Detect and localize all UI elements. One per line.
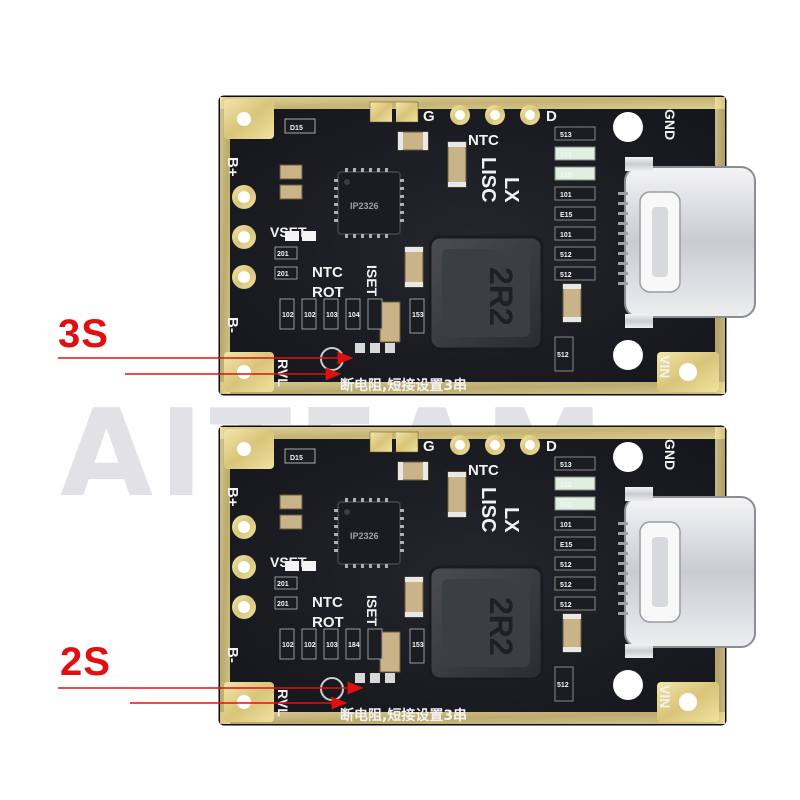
resistor-marking: 201: [277, 581, 289, 588]
iset-label: ISET: [364, 595, 380, 627]
resistor-marking: 512: [560, 252, 572, 259]
resistor-marking: 201: [277, 251, 289, 258]
chinese-note: 断电阻,短接设置3串: [340, 377, 467, 394]
ic-marking: IP2326: [350, 201, 379, 211]
annotation-2s: 2S: [60, 640, 111, 684]
resistor-marking: 101: [560, 522, 572, 529]
resistor-marking: E15: [560, 212, 573, 219]
inductor-marking: 2R2: [483, 267, 519, 326]
lisc-label: LISC: [477, 487, 499, 533]
ic-marking: IP2326: [350, 531, 379, 541]
resistor-marking: 104: [348, 312, 360, 319]
annotation-arrows: [58, 351, 364, 710]
resistor-marking: 201: [560, 152, 572, 159]
rvl-label: RVL: [275, 359, 291, 387]
d-label: D: [546, 108, 557, 125]
resistor-marking: E15: [560, 542, 573, 549]
resistor-marking: 512: [560, 502, 572, 509]
d15-marking: D15: [290, 125, 303, 132]
bminus-label: B-: [224, 317, 241, 333]
iset-label: ISET: [364, 265, 380, 297]
resistor-marking: 201: [277, 271, 289, 278]
vset-label: VSET: [270, 224, 307, 240]
resistor-marking: 101: [560, 232, 572, 239]
resistor-marking: 201: [277, 601, 289, 608]
resistor-marking: 512: [560, 272, 572, 279]
chinese-note: 断电阻,短接设置3串: [340, 707, 467, 724]
lx-label: LX: [500, 177, 522, 203]
resistor-marking: 153: [412, 312, 424, 319]
resistor-marking: 101: [560, 192, 572, 199]
bplus-label: B+: [224, 487, 241, 507]
bplus-label: B+: [224, 157, 241, 177]
rot-label: ROT: [312, 284, 344, 301]
vin-label: VIN: [657, 355, 673, 378]
resistor-marking: 102: [282, 312, 294, 319]
resistor-marking: 102: [560, 482, 572, 489]
resistor-marking: 103: [326, 312, 338, 319]
resistor-marking: 102: [282, 642, 294, 649]
ntc2-label: NTC: [312, 264, 343, 281]
resistor-marking: 512: [560, 562, 572, 569]
lisc-label: LISC: [477, 157, 499, 203]
ntc2-label: NTC: [312, 594, 343, 611]
resistor-marking: 512: [557, 352, 569, 359]
g-label: G: [423, 108, 435, 125]
resistor-marking: 513: [560, 462, 572, 469]
gnd-label: GND: [662, 109, 678, 140]
annotation-3s: 3S: [58, 312, 109, 356]
resistor-marking: 153: [412, 642, 424, 649]
gnd-label: GND: [662, 439, 678, 470]
resistor-marking: 512: [560, 582, 572, 589]
bminus-label: B-: [224, 647, 241, 663]
d-label: D: [546, 438, 557, 455]
ntc-label: NTC: [468, 132, 499, 149]
rot-label: ROT: [312, 614, 344, 631]
vset-label: VSET: [270, 554, 307, 570]
resistor-marking: 512: [557, 682, 569, 689]
vin-label: VIN: [657, 685, 673, 708]
lx-label: LX: [500, 507, 522, 533]
ntc-label: NTC: [468, 462, 499, 479]
resistor-marking: 102: [304, 642, 316, 649]
d15-marking: D15: [290, 455, 303, 462]
resistor-marking: 103: [326, 642, 338, 649]
resistor-marking: 184: [348, 642, 360, 649]
resistor-marking: 102: [304, 312, 316, 319]
resistor-marking: 513: [560, 132, 572, 139]
resistor-marking: 215: [560, 172, 572, 179]
resistor-marking: 512: [560, 602, 572, 609]
g-label: G: [423, 438, 435, 455]
inductor-marking: 2R2: [483, 597, 519, 656]
